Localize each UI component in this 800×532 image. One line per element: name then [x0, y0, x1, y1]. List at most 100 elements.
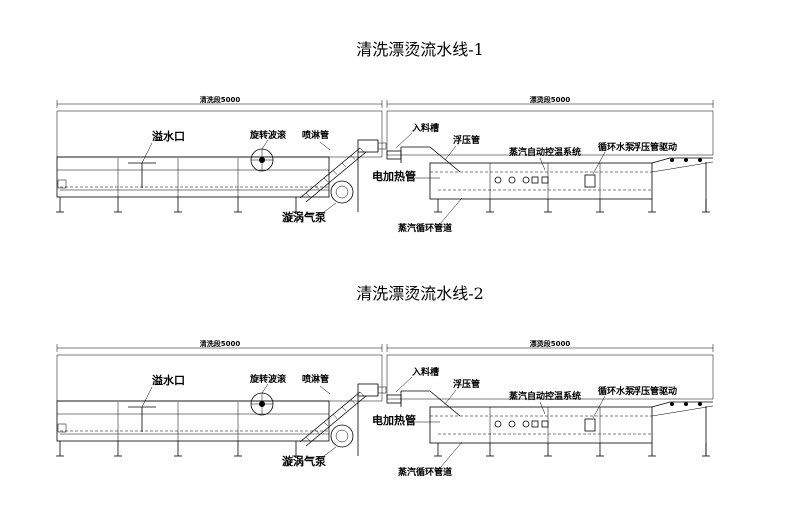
- feed-leader: [395, 132, 413, 149]
- outlet-bottom: [651, 405, 714, 417]
- outlet-slope: [651, 157, 671, 164]
- conveyor-lower: [305, 395, 367, 447]
- steam-pipe-label: 蒸汽循环管道: [398, 222, 452, 234]
- roller: [684, 402, 688, 406]
- right-dimension-label: 漂烫段5000: [529, 95, 571, 104]
- steam-pipe-leader: [439, 197, 463, 225]
- conveyor-slat: [332, 170, 338, 175]
- conveyor-slat: [323, 421, 329, 427]
- valve: [494, 420, 502, 428]
- roller: [698, 402, 702, 406]
- conveyor-slat: [314, 429, 320, 434]
- valve: [494, 176, 502, 184]
- float-drive-label: 浮压管驱动: [632, 385, 677, 397]
- conveyor-slat: [341, 162, 347, 168]
- vortex-pump-label: 漩涡气泵: [282, 210, 326, 224]
- heater-label: 电加热管: [372, 169, 416, 183]
- vortex-pump: [330, 180, 354, 204]
- roller: [698, 158, 702, 162]
- conveyor-slat: [314, 185, 320, 190]
- spray-label: 喷淋管: [302, 373, 329, 385]
- valve: [522, 420, 530, 428]
- feed-slope: [429, 390, 461, 417]
- rotary-leader: [261, 139, 269, 150]
- hood-frame-right: [386, 354, 714, 400]
- hood-frame-right: [386, 110, 714, 156]
- spray-leader: [319, 141, 331, 151]
- wash-tank: [56, 156, 330, 198]
- conveyor-slat: [350, 399, 356, 404]
- line-title: 清洗漂烫流水线-1: [356, 40, 484, 59]
- conveyor-upper: [299, 391, 361, 443]
- outlet-slope: [651, 401, 671, 408]
- feed-leader: [395, 376, 413, 393]
- motor-cap: [377, 142, 387, 150]
- conveyor-slat: [305, 192, 311, 198]
- roller: [670, 402, 674, 406]
- drain-box: [57, 423, 67, 433]
- steam-pipe-label: 蒸汽循环管道: [398, 466, 452, 478]
- outlet-bottom: [651, 161, 714, 173]
- blanch-tank: [429, 162, 653, 200]
- valve-box: [531, 176, 539, 184]
- spray-leader: [319, 385, 331, 395]
- steam-pipe-leader: [439, 441, 463, 469]
- conveyor-motor: [357, 139, 379, 153]
- float-drive-label: 浮压管驱动: [632, 141, 677, 153]
- steam-control-label: 蒸汽自动控温系统: [509, 146, 581, 158]
- feed-tank-label: 入料槽: [411, 366, 439, 378]
- feed-slope: [429, 146, 461, 173]
- vortex-pump-label: 漩涡气泵: [282, 454, 326, 468]
- rotary-label: 旋转波滚: [249, 129, 287, 141]
- conveyor-slat: [359, 147, 365, 153]
- roller: [670, 158, 674, 162]
- rotary-label: 旋转波滚: [249, 373, 287, 385]
- float-pipe-leader: [444, 389, 457, 405]
- overflow-leader: [141, 142, 153, 164]
- conveyor-slat: [359, 391, 365, 397]
- steam-leader: [539, 157, 546, 171]
- blanch-tank: [429, 406, 653, 444]
- circ-pump-leader: [592, 395, 606, 419]
- float-pipe-leader: [444, 145, 457, 161]
- overflow-label: 溢水口: [152, 129, 185, 143]
- motor-cap: [377, 386, 387, 394]
- steam-control-label: 蒸汽自动控温系统: [509, 390, 581, 402]
- conveyor-motor: [357, 383, 379, 397]
- conveyor-upper: [299, 147, 361, 199]
- hood-frame: [56, 110, 383, 158]
- overflow-leader: [141, 386, 153, 408]
- vortex-pump-inner: [335, 185, 349, 199]
- float-pipe-label: 浮压管: [453, 378, 480, 390]
- hood-frame: [56, 354, 383, 402]
- rotary-leader: [261, 383, 269, 394]
- right-dimension-label: 漂烫段5000: [529, 339, 571, 348]
- heater-label: 电加热管: [372, 413, 416, 427]
- roller: [684, 158, 688, 162]
- conveyor-slat: [323, 177, 329, 183]
- circ-pump-label: 循环水泵: [598, 385, 635, 397]
- circulation-pump: [584, 418, 596, 432]
- steam-leader: [539, 401, 546, 415]
- circ-pump-label: 循环水泵: [598, 141, 635, 153]
- valve-box: [531, 420, 539, 428]
- circulation-pump: [584, 174, 596, 188]
- left-dimension-label: 清洗段5000: [200, 339, 241, 348]
- feed-tank-label: 入料槽: [411, 122, 439, 134]
- wash-tank: [56, 400, 330, 442]
- vortex-pump-inner: [335, 429, 349, 443]
- pump-leader: [319, 202, 337, 216]
- conveyor-slat: [305, 436, 311, 442]
- drain-box: [57, 179, 67, 189]
- line-title: 清洗漂烫流水线-2: [356, 284, 484, 303]
- float-pipe-label: 浮压管: [453, 134, 480, 146]
- conveyor-slat: [332, 414, 338, 419]
- conveyor-slat: [341, 406, 347, 412]
- vortex-pump: [330, 424, 354, 448]
- valve-box: [541, 176, 549, 184]
- valve: [508, 420, 516, 428]
- circ-pump-leader: [592, 151, 606, 175]
